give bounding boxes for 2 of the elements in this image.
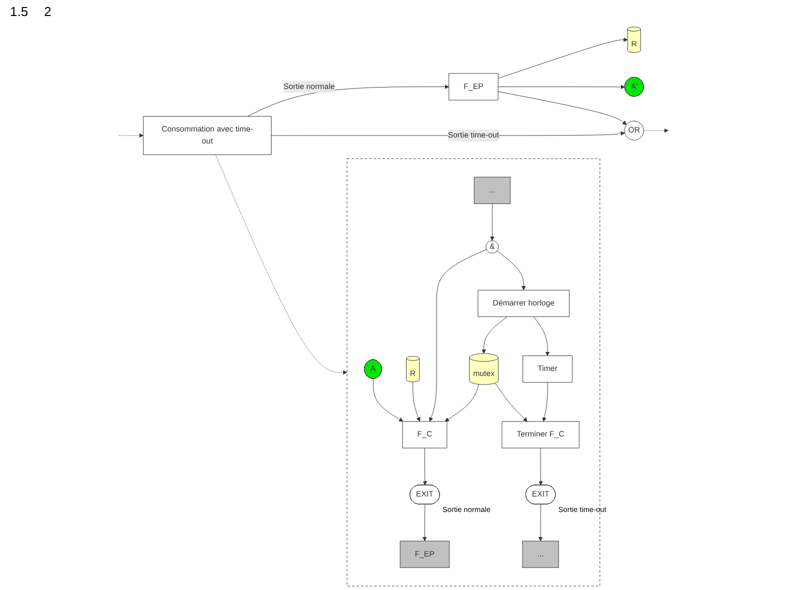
note-text: 1.5 [10, 4, 28, 19]
note-text: 2 [44, 4, 52, 19]
